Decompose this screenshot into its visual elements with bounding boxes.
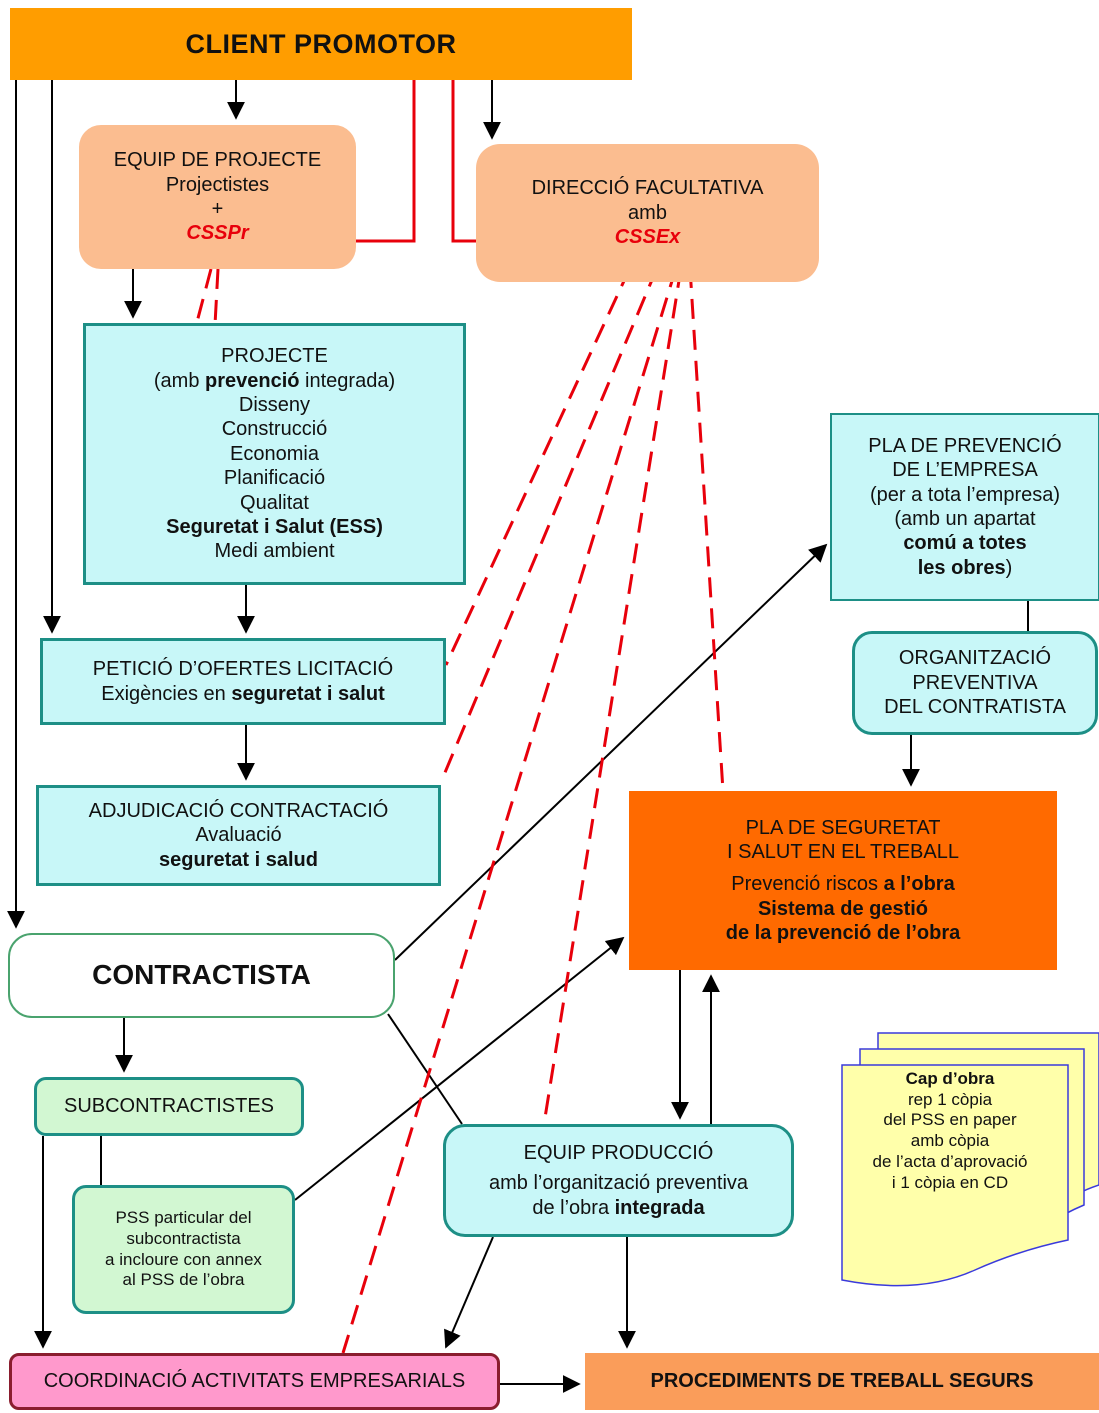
adjudicacio-line2: Avaluació (195, 824, 282, 847)
equip-produccio-line3: de l’obra integrada (532, 1196, 704, 1220)
projecte-item-seguretat: Seguretat i Salut (ESS) (166, 515, 383, 538)
pla-seguretat-line3-bold: a l’obra (883, 873, 955, 896)
projecte-item: Qualitat (240, 491, 309, 514)
pss-line4: al PSS de l’obra (122, 1270, 245, 1290)
adjudicacio-line1: ADJUDICACIÓ CONTRACTACIÓ (88, 799, 389, 822)
equip-line3: + (211, 198, 224, 220)
projecte-sub-pre: (amb (153, 369, 205, 392)
adjudicacio-contractacio-box: ADJUDICACIÓ CONTRACTACIÓ Avaluació segur… (36, 785, 441, 886)
cap-obra-line: i 1 còpia en CD (891, 1172, 1009, 1192)
direccio-role-cssex: CSSEx (614, 226, 681, 249)
peticio-ofertes-box: PETICIÓ D’OFERTES LICITACIÓ Exigències e… (40, 638, 446, 725)
pla-empresa-line4: (amb un apartat (894, 508, 1036, 530)
projecte-sub-bold: prevenció (205, 369, 300, 392)
client-promotor-box: CLIENT PROMOTOR (10, 8, 632, 80)
projecte-subtitle: (amb prevenció integrada) (154, 369, 395, 393)
cap-obra-line: del PSS en paper (883, 1110, 1017, 1130)
coordinacio-title: COORDINACIÓ ACTIVITATS EMPRESARIALS (43, 1370, 466, 1393)
pss-line3: a incloure con annex (105, 1249, 262, 1269)
organitzacio-preventiva-box: ORGANITZACIÓ PREVENTIVA DEL CONTRATISTA (852, 631, 1098, 735)
equip-line1: EQUIP DE PROJECTE (113, 149, 322, 172)
adjudicacio-line3: seguretat i salud (159, 848, 318, 871)
pla-prevencio-empresa-box: PLA DE PREVENCIÓ DE L’EMPRESA (per a tot… (830, 413, 1099, 601)
contractista-box: CONTRACTISTA (8, 933, 395, 1018)
pla-empresa-line6: les obres) (918, 556, 1013, 580)
direccio-line2: amb (628, 201, 667, 224)
equip-produccio-line1: EQUIP PRODUCCIÓ (523, 1141, 714, 1164)
pla-empresa-line6-tail: ) (1005, 556, 1013, 579)
pla-seguretat-line5: de la prevenció de l’obra (725, 922, 961, 945)
organitzacio-line1: ORGANITZACIÓ (898, 647, 1052, 670)
contractista-title: CONTRACTISTA (92, 959, 311, 991)
projecte-sub-post: integrada) (299, 369, 396, 392)
pla-empresa-line2: DE L’EMPRESA (892, 459, 1038, 482)
pla-seguretat-line2: I SALUT EN EL TREBALL (727, 840, 959, 863)
peticio-line1: PETICIÓ D’OFERTES LICITACIÓ (92, 658, 394, 681)
cap-obra-title: Cap d’obra (905, 1069, 995, 1088)
peticio-line2: Exigències en seguretat i salut (101, 682, 384, 706)
direccio-facultativa-box: DIRECCIÓ FACULTATIVA amb CSSEx (476, 144, 819, 282)
equip-role-cssp: CSSPr (186, 222, 249, 245)
projecte-item: Medi ambient (214, 540, 335, 563)
direccio-line1: DIRECCIÓ FACULTATIVA (531, 177, 764, 200)
pla-empresa-line6-bold: les obres (917, 556, 1006, 579)
pla-empresa-line5: comú a totes (903, 532, 1027, 555)
cap-obra-note: Cap d’obra rep 1 còpia del PSS en paper … (842, 1061, 1058, 1237)
pla-seguretat-line1: PLA DE SEGURETAT (745, 816, 941, 839)
pss-particular-box: PSS particular del subcontractista a inc… (72, 1185, 295, 1314)
cap-obra-line: de l’acta d’aprovació (872, 1151, 1028, 1171)
pla-seguretat-line3-pre: Prevenció riscos (731, 873, 884, 896)
organitzacio-line3: DEL CONTRATISTA (884, 696, 1066, 719)
pss-line2: subcontractista (126, 1228, 241, 1248)
cap-obra-line: amb còpia (910, 1131, 990, 1151)
cap-obra-line: rep 1 còpia (907, 1089, 993, 1109)
projecte-item: Disseny (238, 394, 311, 417)
equip-produccio-line3-pre: de l’obra (532, 1196, 615, 1219)
projecte-item: Construcció (221, 418, 328, 441)
procediments-treball-box: PROCEDIMENTS DE TREBALL SEGURS (585, 1353, 1099, 1410)
projecte-box: PROJECTE (amb prevenció integrada) Disse… (83, 323, 466, 585)
peticio-line2-pre: Exigències en (101, 682, 232, 705)
peticio-line2-bold: seguretat i salut (231, 682, 385, 705)
coordinacio-activitats-box: COORDINACIÓ ACTIVITATS EMPRESARIALS (9, 1353, 500, 1410)
projecte-item: Planificació (223, 467, 326, 490)
pla-seguretat-salut-box: PLA DE SEGURETAT I SALUT EN EL TREBALL P… (629, 791, 1057, 970)
projecte-item: Economia (230, 442, 319, 465)
pss-line1: PSS particular del (115, 1208, 252, 1228)
pla-seguretat-line4: Sistema de gestió (757, 897, 929, 920)
black-connectors (7, 80, 1029, 1393)
equip-produccio-line3-bold: integrada (614, 1196, 705, 1219)
equip-produccio-line2: amb l’organització preventiva (488, 1172, 749, 1195)
equip-projecte-box: EQUIP DE PROJECTE Projectistes + CSSPr (79, 125, 356, 269)
pla-empresa-line3: (per a tota l’empresa) (869, 483, 1061, 506)
subcontractistes-box: SUBCONTRACTISTES (34, 1077, 304, 1136)
pla-empresa-line1: PLA DE PREVENCIÓ (868, 434, 1062, 457)
organitzacio-line2: PREVENTIVA (912, 671, 1038, 694)
projecte-title: PROJECTE (221, 345, 328, 368)
subcontractistes-title: SUBCONTRACTISTES (63, 1095, 275, 1118)
procediments-title: PROCEDIMENTS DE TREBALL SEGURS (650, 1370, 1034, 1393)
paper-stack-icon (841, 1032, 1099, 1287)
equip-line2: Projectistes (165, 173, 270, 196)
client-title: CLIENT PROMOTOR (185, 28, 457, 59)
equip-produccio-box: EQUIP PRODUCCIÓ amb l’organització preve… (443, 1124, 794, 1237)
pla-seguretat-line3: Prevenció riscos a l’obra (731, 872, 954, 896)
